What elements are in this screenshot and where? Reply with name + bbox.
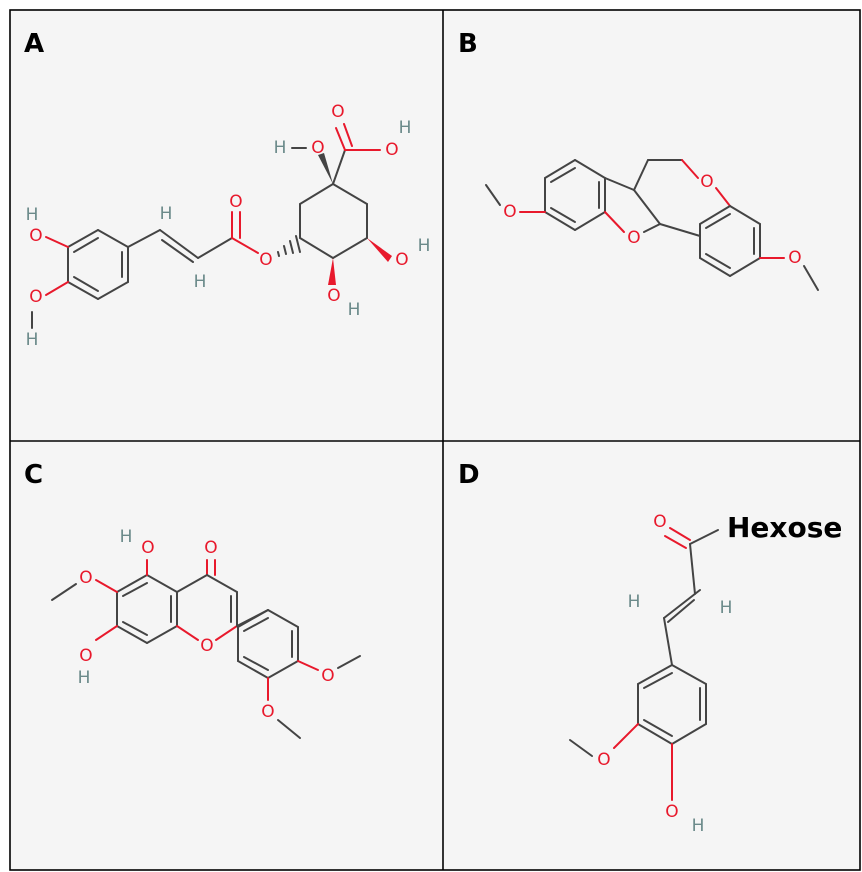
panel-c-oxygen-6: O (321, 666, 334, 686)
panel-a-hydrogen-2: H (26, 330, 39, 350)
panel-a-quinic-ring (299, 183, 368, 259)
panel-a-hydrogen-7: H (418, 236, 431, 256)
panel-c-b-ring (237, 609, 299, 679)
panel-a-wedge-1 (318, 153, 333, 184)
panel-c-a-ring (116, 574, 178, 644)
panel-b-oxygen-1: O (503, 202, 516, 222)
panel-a-oxygen-7: O (385, 140, 398, 160)
panel-a-hash-bond (277, 235, 301, 257)
panel-b-molecule: O O O O (485, 159, 819, 291)
panel-d-hydrogen-3: H (692, 816, 705, 836)
panel-label-b: B (458, 29, 478, 59)
panel-c-hydrogen-2: H (78, 668, 91, 688)
panel-a-wedge-2 (367, 238, 392, 262)
outer-border (9, 9, 861, 871)
panel-label-a: A (24, 29, 44, 59)
panel-b-oxygen-4: O (788, 248, 801, 268)
panel-a-oxygen-9: O (327, 286, 340, 306)
panel-d-oxygen-3: O (665, 802, 678, 822)
panel-c-oxygen-2: O (141, 538, 154, 558)
panel-b-right-ring (699, 205, 761, 277)
panel-a-hydrogen-3: H (160, 204, 173, 224)
hexose-label: Hexose (727, 511, 842, 544)
panel-c-oxygen-1: O (79, 568, 92, 588)
panel-c-hydrogen-1: H (120, 527, 133, 547)
panel-a-oxygen-5: O (311, 138, 324, 158)
panel-c-background (10, 442, 442, 870)
panel-a-oxygen-2: O (29, 287, 42, 307)
panel-b-oxygen-3: O (700, 172, 713, 192)
panel-d-hydrogen-1: H (628, 592, 641, 612)
panel-b-background (444, 10, 860, 440)
panel-d-oxygen-1: O (653, 512, 666, 532)
panel-b-left-ring (544, 159, 606, 231)
panel-a-molecule: O H O H H H O O (26, 102, 431, 350)
panel-b-oxygen-2: O (627, 228, 640, 248)
panel-d-background (444, 442, 860, 870)
panel-a-hydrogen-4: H (194, 272, 207, 292)
panel-a-oxygen-8: O (395, 250, 408, 270)
panel-d-ring (637, 664, 707, 745)
panel-a-oxygen-6: O (331, 102, 344, 122)
panel-a-wedge-3 (328, 258, 336, 285)
panel-label-c: C (24, 460, 43, 490)
panel-a-hydrogen-1: H (26, 205, 39, 225)
panel-d-hydrogen-2: H (720, 598, 733, 618)
panel-c-oxygen-7: O (261, 702, 274, 722)
panel-c-oxygen-4: O (204, 538, 217, 558)
panel-a-hydrogen-5: H (274, 138, 287, 158)
panel-label-d: D (458, 460, 480, 490)
panel-a-oxygen-1: O (29, 226, 42, 246)
panel-a-background (10, 10, 442, 440)
panel-a-hydrogen-8: H (348, 300, 361, 320)
panel-a-hydrogen-6: H (399, 118, 412, 138)
panel-d-molecule: O Hexose H H O O H (569, 511, 842, 836)
panel-d-oxygen-2: O (597, 750, 610, 770)
panel-a-oxygen-3: O (229, 192, 242, 212)
panel-c-oxygen-5: O (200, 636, 213, 656)
panel-c-molecule: O O H O H O O (51, 527, 361, 739)
panel-c-oxygen-3: O (79, 646, 92, 666)
panel-a-oxygen-4: O (259, 250, 272, 270)
panel-a-catechol-ring (67, 229, 129, 300)
